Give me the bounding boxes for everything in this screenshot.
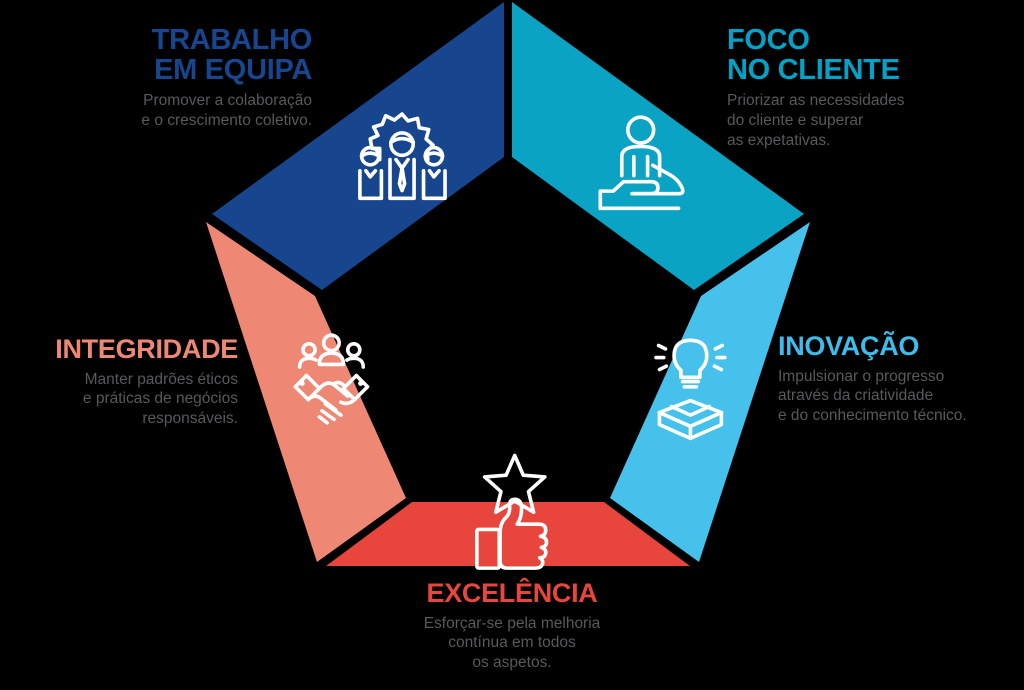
- integrity-description: Manter padrões éticos e práticas de negó…: [82, 370, 238, 428]
- person-on-hand-icon: [598, 115, 685, 211]
- excellence-description: Esforçar-se pela melhoria contínua em to…: [423, 614, 601, 672]
- excellence-title: EXCELÊNCIA: [426, 578, 598, 608]
- label-teamwork: TRABALHO EM EQUIPA Promover a colaboraçã…: [60, 24, 313, 131]
- label-customer-focus: FOCO NO CLIENTE Priorizar as necessidade…: [727, 24, 997, 151]
- thumbs-up-star-icon: [475, 453, 549, 570]
- customer-focus-description: Priorizar as necessidades do cliente e s…: [727, 92, 905, 149]
- label-excellence: EXCELÊNCIA Esforçar-se pela melhoria con…: [352, 578, 672, 673]
- segment-teamwork[interactable]: [212, 2, 504, 290]
- handshake-people-icon: [293, 333, 370, 425]
- segment-integrity[interactable]: [206, 222, 406, 562]
- customer-focus-title: FOCO NO CLIENTE: [727, 24, 900, 86]
- label-integrity: INTEGRIDADE Manter padrões éticos e prát…: [10, 334, 238, 429]
- team-gear-icon: [358, 112, 447, 201]
- lightbulb-box-icon: [654, 338, 727, 441]
- segment-innovation[interactable]: [610, 222, 810, 562]
- label-innovation: INOVAÇÃO Impulsionar o progresso através…: [778, 331, 1020, 426]
- teamwork-description: Promover a colaboração e o crescimento c…: [141, 92, 312, 129]
- teamwork-title: TRABALHO EM EQUIPA: [151, 24, 313, 86]
- innovation-title: INOVAÇÃO: [778, 331, 920, 361]
- segment-excellence[interactable]: [326, 502, 690, 566]
- segment-customer[interactable]: [512, 2, 804, 290]
- integrity-title: INTEGRIDADE: [55, 334, 238, 364]
- innovation-description: Impulsionar o progresso através da criat…: [778, 367, 967, 425]
